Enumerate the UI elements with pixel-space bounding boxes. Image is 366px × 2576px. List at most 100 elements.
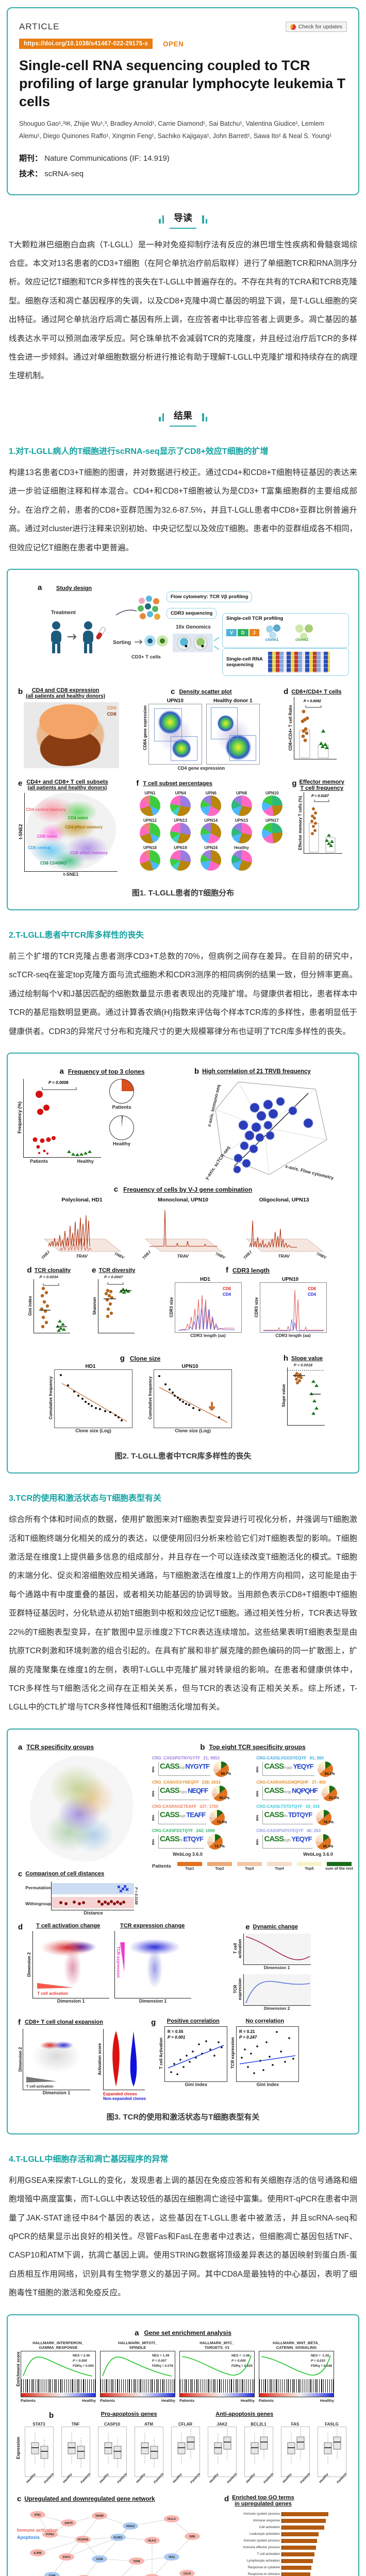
- clone-size-upn10: [154, 1369, 232, 1429]
- top3-clones-dotplot: P = 0.0008: [23, 1079, 101, 1158]
- fig2f-ylabel: CDR3 size: [254, 1297, 259, 1317]
- logo-seq-head: CASS: [160, 1810, 180, 1820]
- pie-chart-icon: [261, 795, 282, 817]
- svg-text:P = 0.0092: P = 0.0092: [304, 700, 321, 703]
- tick-label: [315, 1427, 325, 1435]
- patients-label: Patients: [259, 2398, 274, 2403]
- violin-ylabel: Activation score: [97, 2043, 102, 2075]
- tcr-logo-entry: CRG-CASRAGETEAFF 237; 1750 Bits CASS age…: [152, 1804, 249, 1825]
- go-term-label: Response to cytokine: [247, 2566, 280, 2570]
- legend-swatch-icon: [326, 1861, 352, 1866]
- d-segment: D: [238, 629, 248, 637]
- pie-chart-icon: [231, 795, 252, 817]
- logo-seq-head: CASS: [160, 1835, 180, 1844]
- crg-label: CRG-CASSPGFSYEQYF: [256, 1828, 304, 1833]
- pie-chart-icon: [139, 823, 160, 844]
- section-2-heading: 2.T-LGLL患者中TCR库多样性的丧失: [9, 931, 144, 940]
- dynamic-ylabel: TCR expression: [232, 1978, 242, 2000]
- logo-seq-mid: vgsy: [179, 1790, 188, 1794]
- panel-letter: c: [113, 1185, 119, 1194]
- subset-pie: UPN6: [197, 791, 225, 817]
- patients-pie-label: Patients: [112, 1105, 131, 1111]
- tick-label: [107, 1334, 117, 1343]
- cdr3-length-upn10: CD8 CD4: [263, 1286, 324, 1331]
- panel-letter: d: [27, 1266, 32, 1275]
- subset-pie: UPN10: [258, 791, 286, 817]
- fig4c-title: Upregulated and downregulated gene netwo…: [24, 2496, 155, 2502]
- fig3-panel-g: g Positive correlation T cell Activation…: [151, 2018, 348, 2101]
- healthy-label: Healthy: [240, 2398, 255, 2403]
- clone-pct: 72.9%: [217, 1820, 227, 1824]
- tick-label: [305, 760, 314, 769]
- fig4-panel-b: b Pro-apoptosis genes Anti-apoptosis gen…: [12, 2411, 354, 2489]
- fig1b-subtitle: (all patients and healthy donors): [26, 693, 106, 700]
- legend-label: Top3: [245, 1866, 254, 1871]
- fig3g-xlabel: Gini index: [256, 2081, 279, 2087]
- logo-seq-mid: fe: [179, 1839, 183, 1843]
- tech-row: 技术： scRNA-seq: [19, 166, 347, 182]
- fig3d-xlabel: Dimension 1: [57, 1998, 85, 2004]
- check-for-updates-button[interactable]: Check for updates: [285, 22, 347, 32]
- fig1d-title: CD8+/CD4+ T cells: [291, 688, 342, 695]
- panel-letter: a: [38, 583, 42, 592]
- fig3c-title: Comparison of cell distances: [25, 1871, 105, 1877]
- healthy-label: Healthy: [320, 2398, 334, 2403]
- fig4-panel-d: d Enriched top GO terms in upregulated g…: [224, 2495, 349, 2576]
- fig1e-xlabel: t-SNE1: [63, 872, 79, 877]
- expanded-legend: Expanded clones: [103, 2091, 137, 2096]
- journal-label: 期刊：: [19, 154, 43, 163]
- results-badge: 结果: [0, 409, 366, 427]
- figure-4: a Gene set enrichment analysis Enrichmen…: [7, 2314, 359, 2576]
- bits-label: Bits: [256, 1815, 260, 1821]
- gsea-rank-gradient-icon: [101, 2393, 175, 2397]
- crg-count: 238; 2633: [202, 1780, 221, 1785]
- dynamic-xlabel: Dimension 2: [263, 2005, 290, 2011]
- fig2f-xlabel: CDR3 length (aa): [275, 1333, 311, 1338]
- tick-label: [313, 855, 323, 863]
- patients-label: Patients: [179, 2398, 195, 2403]
- gene-name: JAK2: [217, 2422, 227, 2427]
- patients-pie-icon: [109, 1079, 134, 1104]
- results-badge-label: 结果: [170, 409, 196, 427]
- scrna-label-2: sequencing: [226, 662, 254, 668]
- fig1-panel-f: f T cell subset percentages UPN1 UPN4 UP…: [136, 779, 286, 877]
- fig3f-xlabel: Dimension 1: [42, 2090, 71, 2095]
- nonexpanded-legend: Non-expanded clones: [103, 2096, 146, 2101]
- fig1d-ylabel: CD8+/CD4+ T cell Ratio: [288, 705, 293, 751]
- gene-name: BCL2L1: [251, 2422, 267, 2427]
- figure-1: a Study design Treatment Flow cytometry:…: [7, 569, 359, 911]
- vj-panel-title: Oligoclonal, UPN13: [259, 1197, 309, 1204]
- crg-count: 43; 334: [305, 1804, 320, 1809]
- go-term-row: Lymphocyte activation: [224, 2558, 349, 2564]
- legend-item: sum of the rest: [325, 1861, 354, 1871]
- fig2d-ylabel: Gini index: [27, 1296, 32, 1316]
- svg-text:CD8: CD8: [223, 1286, 231, 1291]
- subset-pie: UPN1: [136, 791, 163, 817]
- subset-pie: Healthy: [228, 845, 255, 871]
- legend-swatch-icon: [237, 1861, 262, 1866]
- fig3g-title-1: Positive correlation: [167, 2018, 220, 2024]
- go-term-label: Immune system process: [243, 2512, 280, 2516]
- subset-pie: UPN24: [197, 845, 225, 871]
- legend-item: Top3: [235, 1861, 264, 1871]
- svg-text:HLA-G: HLA-G: [168, 2518, 176, 2521]
- page-title: Single-cell RNA sequencing coupled to TC…: [19, 58, 346, 110]
- row-label: Withingroup: [25, 1901, 51, 1907]
- intro-badge-label: 导读: [170, 211, 196, 229]
- clone-pie-icon: 76.3%: [316, 1809, 334, 1825]
- svg-text:STAT1: STAT1: [62, 2556, 70, 2559]
- healthy-pie-label: Healthy: [112, 1141, 131, 1147]
- pie-chart-icon: [201, 850, 222, 871]
- gsea-name-2: GAMMA_RESPONSE: [39, 2345, 78, 2350]
- pie-sample-label: UPN13: [174, 818, 188, 823]
- tick-label: Patients: [30, 1159, 48, 1164]
- slope-dotplot: [287, 1367, 325, 1426]
- healthy-label: Healthy: [81, 2398, 96, 2403]
- gsea-rank-gradient-icon: [180, 2393, 254, 2397]
- doi-link-badge[interactable]: https://doi.org/10.1038/s41467-022-29175…: [19, 39, 153, 49]
- svg-text:P = 0.0167: P = 0.0167: [311, 794, 329, 798]
- svg-text:VDAC2: VDAC2: [126, 2525, 135, 2528]
- pie-sample-label: UPN1: [144, 791, 156, 796]
- fig3-panel-b: b Top eight TCR specificity groups CRG_C…: [152, 1743, 354, 1916]
- gsea-panel: HALLMARK_WNT_BETA_ CATENIN_SIGNALING NES…: [259, 2341, 334, 2403]
